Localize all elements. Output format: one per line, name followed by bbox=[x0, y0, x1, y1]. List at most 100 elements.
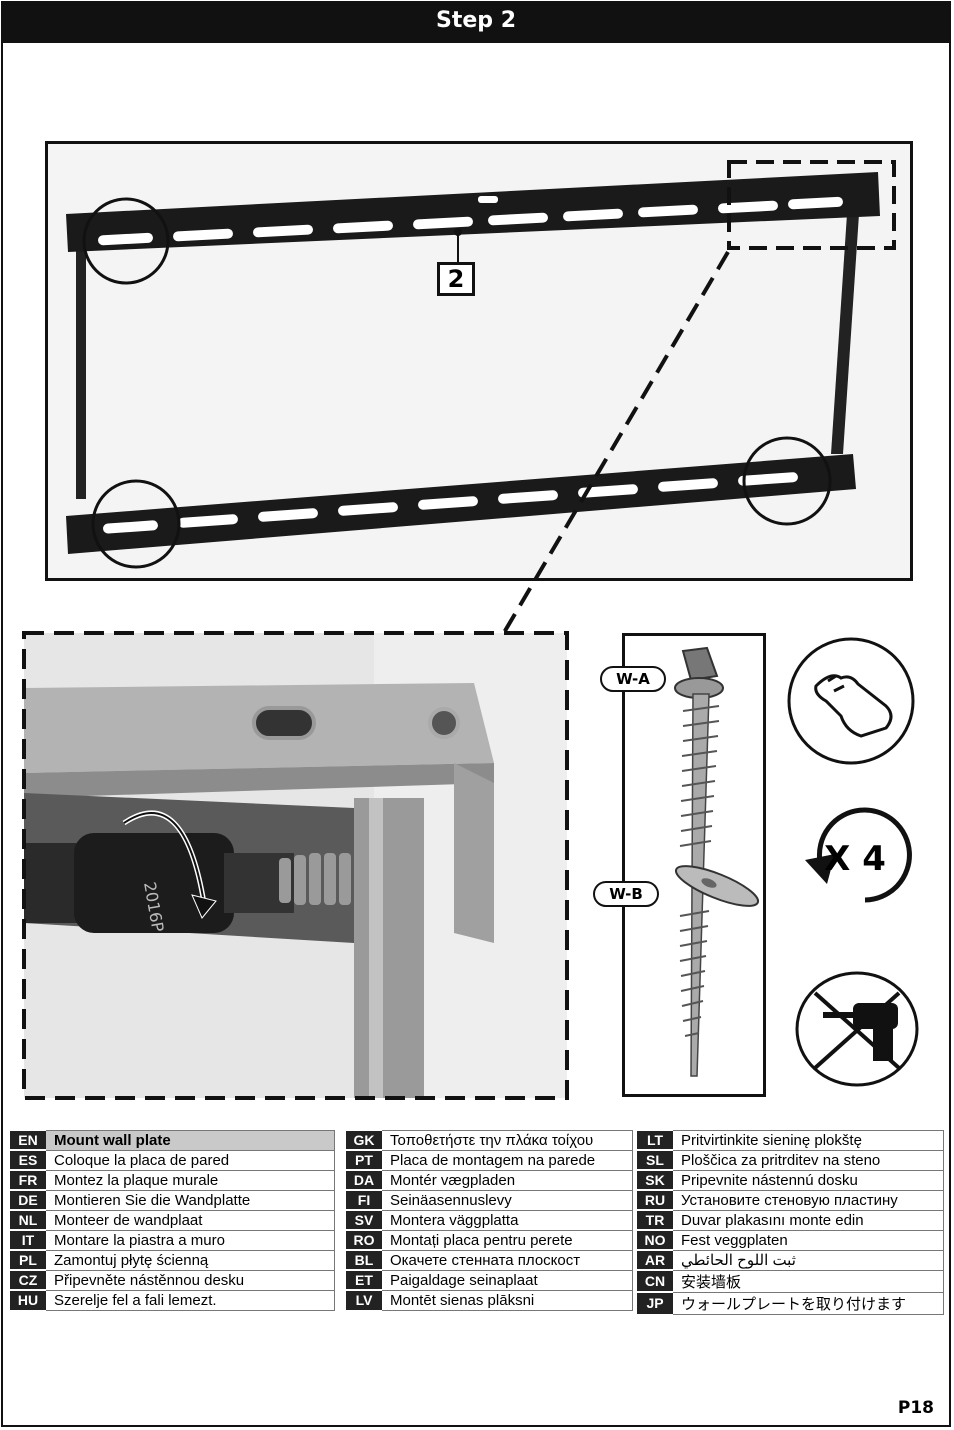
part-callout-2: 2 bbox=[437, 262, 475, 296]
detail-photo: 2016P bbox=[24, 633, 567, 1098]
lang-code: DA bbox=[346, 1169, 382, 1191]
lang-text: 安装墙板 bbox=[673, 1269, 944, 1293]
lang-text: Připevněte nástěnnou desku bbox=[46, 1269, 335, 1291]
lang-text: Coloque la placa de pared bbox=[46, 1149, 335, 1171]
hardware-label-w-b: W-B bbox=[593, 881, 659, 907]
hand-tighten-icon bbox=[787, 637, 915, 765]
lang-code: PL bbox=[10, 1249, 46, 1271]
lang-text: Montați placa pentru perete bbox=[382, 1229, 633, 1251]
lang-code: GK bbox=[346, 1129, 382, 1151]
lang-code: RU bbox=[637, 1189, 673, 1211]
no-power-drill-icon bbox=[795, 971, 919, 1087]
lang-code: BL bbox=[346, 1249, 382, 1271]
lang-code: CZ bbox=[10, 1269, 46, 1291]
repeat-x4-label: X 4 bbox=[824, 839, 886, 879]
lang-code: EN bbox=[10, 1129, 46, 1151]
lang-text: Seinäasennuslevy bbox=[382, 1189, 633, 1211]
lang-code: SL bbox=[637, 1149, 673, 1171]
detail-photo-drawing: 2016P bbox=[24, 633, 567, 1098]
lang-text: Montez la plaque murale bbox=[46, 1169, 335, 1191]
lang-text: Pripevnite nástennú dosku bbox=[673, 1169, 944, 1191]
lang-code: IT bbox=[10, 1229, 46, 1251]
lang-text: Fest veggplaten bbox=[673, 1229, 944, 1251]
lang-code: HU bbox=[10, 1289, 46, 1311]
lang-text: Ploščica za pritrditev na steno bbox=[673, 1149, 944, 1171]
lang-text: Montér vægpladen bbox=[382, 1169, 633, 1191]
lang-text: Placa de montagem na parede bbox=[382, 1149, 633, 1171]
lang-code: NL bbox=[10, 1209, 46, 1231]
lang-text: ثبت اللوح الحائطي bbox=[673, 1249, 944, 1271]
lang-code: AR bbox=[637, 1249, 673, 1271]
lang-code: DE bbox=[10, 1189, 46, 1211]
lang-code: LV bbox=[346, 1289, 382, 1311]
callout-number: 2 bbox=[447, 265, 465, 293]
hardware-panel bbox=[622, 633, 766, 1097]
repeat-x4-icon: X 4 bbox=[805, 807, 912, 903]
page-number: P18 bbox=[897, 1398, 934, 1418]
wall-plate-figure bbox=[45, 141, 913, 581]
lang-text: Monteer de wandplaat bbox=[46, 1209, 335, 1231]
lang-code: SK bbox=[637, 1169, 673, 1191]
lang-code: FR bbox=[10, 1169, 46, 1191]
lang-text: Montieren Sie die Wandplatte bbox=[46, 1189, 335, 1211]
screw-with-washer-drawing bbox=[674, 646, 760, 1077]
lang-text: Szerelje fel a fali lemezt. bbox=[46, 1289, 335, 1311]
lang-text: Duvar plakasını monte edin bbox=[673, 1209, 944, 1231]
lang-code: PT bbox=[346, 1149, 382, 1171]
lang-text: Τοποθετήστε την πλάκα τοίχου bbox=[382, 1129, 633, 1151]
lang-code: CN bbox=[637, 1269, 673, 1293]
lang-code: FI bbox=[346, 1189, 382, 1211]
lang-text: Pritvirtinkite sieninę plokštę bbox=[673, 1129, 944, 1151]
lang-text: Montēt sienas plāksni bbox=[382, 1289, 633, 1311]
hardware-label-w-a: W-A bbox=[600, 666, 666, 692]
lang-code: LT bbox=[637, 1129, 673, 1151]
lang-code: NO bbox=[637, 1229, 673, 1251]
lang-text: ウォールプレートを取り付けます bbox=[673, 1291, 944, 1315]
step-title: Step 2 bbox=[436, 8, 516, 33]
lang-code: TR bbox=[637, 1209, 673, 1231]
label-w-b-text: W-B bbox=[609, 885, 643, 903]
lang-text: Окачете стенната плоскост bbox=[382, 1249, 633, 1271]
lang-text: Zamontuj płytę ścienną bbox=[46, 1249, 335, 1271]
lang-code: RO bbox=[346, 1229, 382, 1251]
step-header: Step 2 bbox=[1, 1, 951, 43]
lang-text: Mount wall plate bbox=[46, 1129, 335, 1151]
label-w-a-text: W-A bbox=[616, 670, 650, 688]
lang-code: SV bbox=[346, 1209, 382, 1231]
lang-text: Montare la piastra a muro bbox=[46, 1229, 335, 1251]
lang-text: Установите стеновую пластину bbox=[673, 1189, 944, 1211]
wall-plate-drawing bbox=[48, 144, 910, 578]
lang-text: Montera väggplatta bbox=[382, 1209, 633, 1231]
lang-code: JP bbox=[637, 1291, 673, 1315]
lang-text: Paigaldage seinaplaat bbox=[382, 1269, 633, 1291]
